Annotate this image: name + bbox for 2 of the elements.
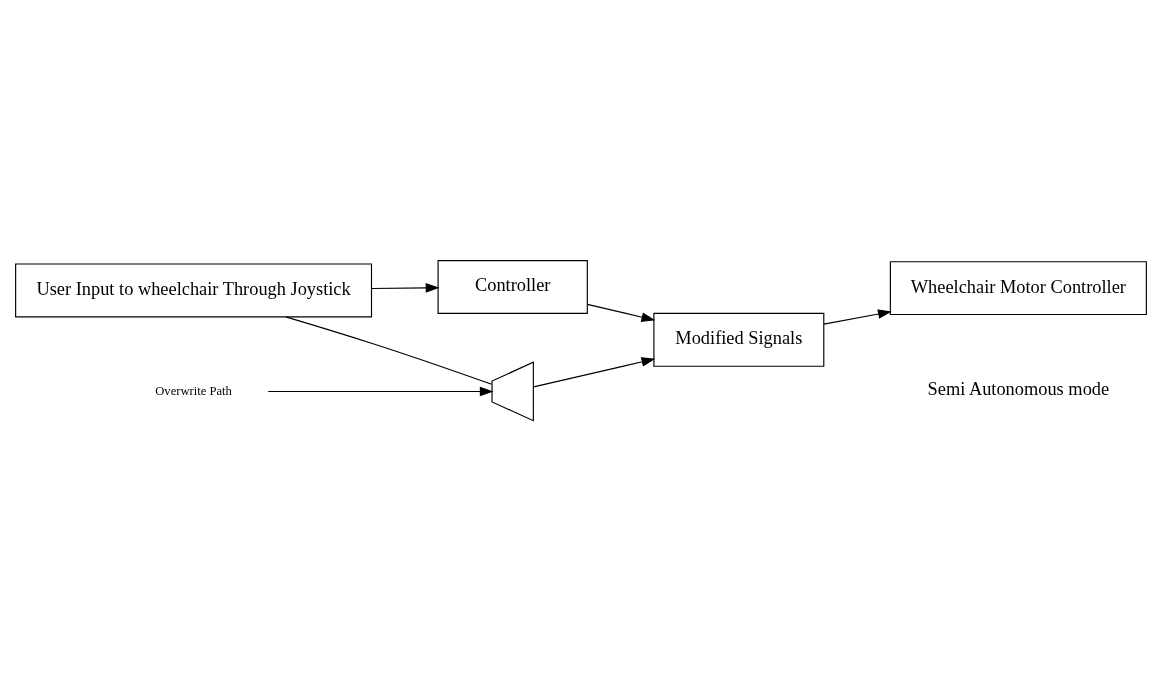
label: Semi Autonomous mode bbox=[927, 378, 1110, 399]
node-text: Overwrite Path bbox=[155, 383, 232, 398]
